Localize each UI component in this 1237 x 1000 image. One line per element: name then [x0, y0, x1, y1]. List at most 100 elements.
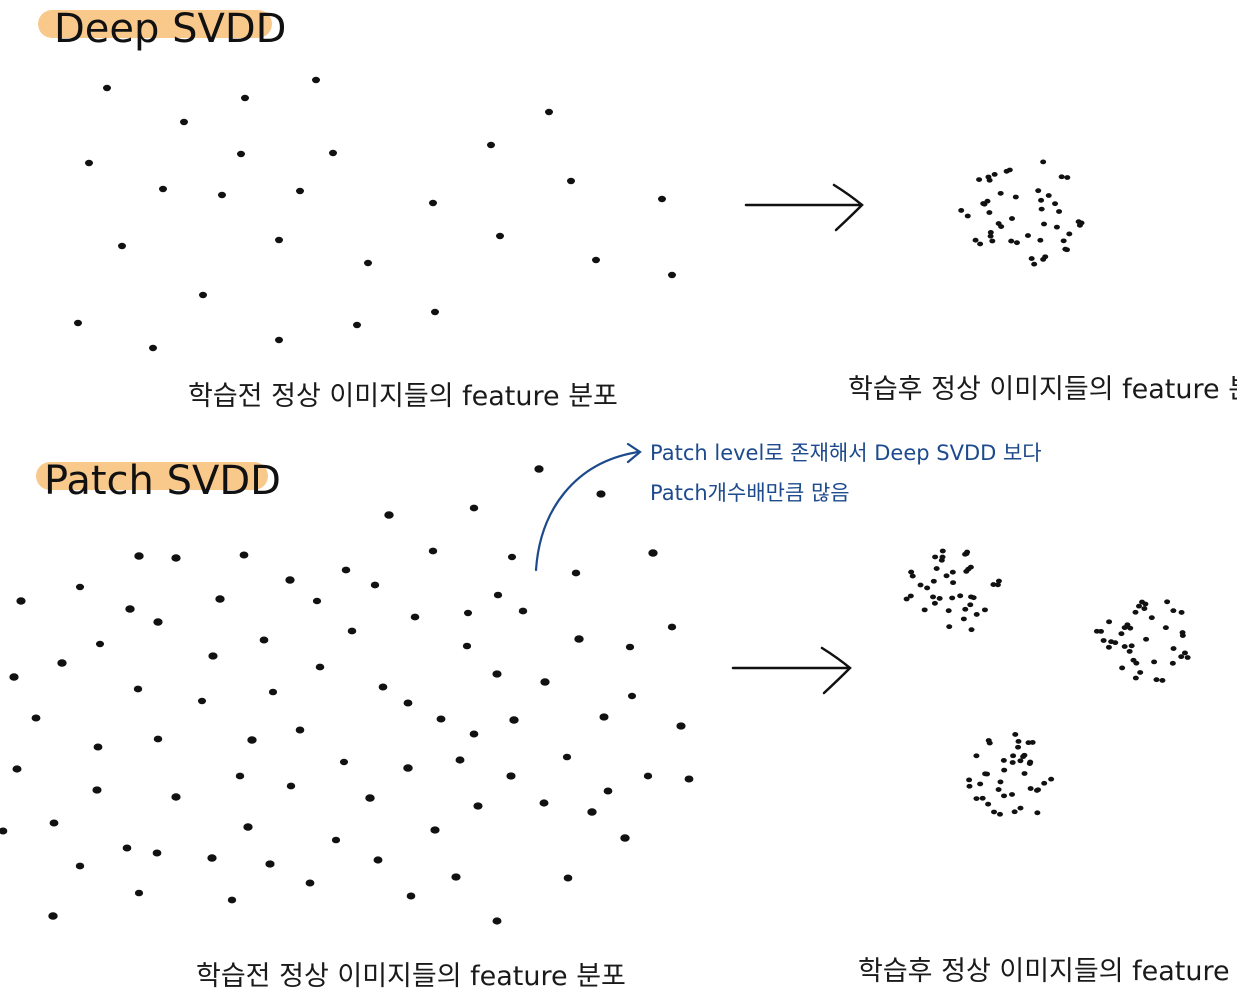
- feature-point: [75, 862, 85, 870]
- cluster-point: [1045, 193, 1052, 198]
- cluster-point: [985, 174, 992, 180]
- cluster-point: [1017, 758, 1024, 764]
- feature-point: [103, 84, 111, 92]
- cluster-point: [950, 580, 957, 586]
- feature-point: [603, 787, 613, 795]
- cluster-point: [1040, 159, 1047, 165]
- cluster-point: [1162, 625, 1169, 631]
- feature-point: [658, 195, 666, 203]
- cluster-point: [1066, 231, 1073, 237]
- cluster-point: [1035, 188, 1042, 194]
- cluster-point: [976, 177, 983, 183]
- feature-point: [312, 597, 322, 605]
- cluster-point: [1178, 610, 1185, 615]
- feature-point: [648, 549, 658, 557]
- feature-point: [134, 552, 144, 560]
- cluster-point: [1042, 254, 1049, 260]
- cluster-point: [982, 771, 989, 777]
- cluster-point: [997, 779, 1004, 785]
- cluster-point: [973, 753, 980, 759]
- feature-point: [286, 782, 296, 790]
- feature-point: [507, 553, 517, 561]
- feature-point: [159, 185, 167, 193]
- feature-point: [57, 659, 67, 667]
- feature-point: [208, 652, 218, 660]
- cluster-point: [907, 593, 914, 599]
- feature-point: [199, 291, 207, 299]
- patch-svdd-note-line1: Patch level로 존재해서 Deep SVDD 보다: [650, 441, 1042, 465]
- feature-point: [473, 802, 483, 810]
- feature-point: [430, 826, 440, 834]
- cluster-point: [960, 616, 967, 622]
- feature-point: [403, 699, 413, 707]
- feature-point: [627, 692, 637, 700]
- feature-point: [296, 187, 304, 195]
- cluster-point: [966, 783, 973, 789]
- feature-point: [455, 756, 465, 764]
- cluster-point: [991, 171, 998, 177]
- cluster-point: [995, 221, 1002, 226]
- feature-point: [509, 716, 519, 724]
- feature-point: [410, 613, 420, 621]
- feature-point: [539, 799, 549, 807]
- feature-point: [75, 583, 85, 591]
- cluster-point: [1064, 175, 1071, 180]
- feature-point: [92, 786, 102, 794]
- feature-point: [329, 149, 337, 157]
- cluster-point: [967, 602, 974, 608]
- cluster-point: [986, 210, 993, 215]
- feature-point: [378, 683, 388, 691]
- cluster-point: [972, 237, 979, 243]
- cluster-point: [1048, 776, 1055, 782]
- cluster-point: [977, 241, 984, 247]
- feature-point: [295, 726, 305, 734]
- cluster-point: [1148, 615, 1155, 621]
- feature-point: [462, 642, 472, 650]
- cluster-point: [1017, 805, 1024, 811]
- cluster-point: [932, 554, 939, 560]
- feature-point: [492, 670, 502, 678]
- cluster-point: [1009, 792, 1016, 797]
- feature-point: [149, 344, 157, 352]
- feature-point: [31, 714, 41, 722]
- feature-point: [545, 108, 553, 116]
- feature-point: [406, 892, 416, 900]
- deep-svdd-title-highlight: [38, 10, 272, 38]
- cluster-point: [991, 809, 998, 815]
- feature-point: [118, 242, 126, 250]
- cluster-point: [966, 777, 973, 783]
- feature-point: [122, 844, 132, 852]
- feature-point: [496, 232, 504, 240]
- cluster-point: [1024, 233, 1031, 238]
- cluster-point: [909, 573, 916, 579]
- cluster-point: [1141, 606, 1148, 611]
- feature-point: [12, 765, 22, 773]
- cluster-point: [1000, 758, 1007, 763]
- cluster-point: [962, 606, 969, 612]
- cluster-point: [957, 593, 964, 599]
- cluster-point: [936, 596, 943, 601]
- feature-point: [534, 465, 544, 473]
- cluster-point: [1118, 631, 1125, 637]
- cluster-point: [979, 795, 986, 801]
- cluster-point: [949, 595, 956, 601]
- feature-point: [315, 663, 325, 671]
- cluster-point: [1012, 194, 1019, 200]
- feature-point: [364, 259, 372, 267]
- patch-svdd-after-clusters: [903, 548, 1191, 817]
- cluster-point: [1038, 197, 1045, 203]
- cluster-point: [1012, 732, 1019, 737]
- deep-svdd-after-caption: 학습후 정상 이미지들의 feature 분포: [848, 374, 1237, 405]
- cluster-point: [1009, 760, 1016, 765]
- cluster-point: [1052, 201, 1059, 207]
- cluster-point: [964, 213, 971, 219]
- cluster-point: [1003, 168, 1010, 174]
- feature-point: [227, 896, 237, 904]
- cluster-point: [981, 607, 988, 613]
- feature-point: [567, 177, 575, 185]
- cluster-point: [985, 801, 992, 807]
- feature-point: [339, 758, 349, 766]
- cluster-point: [933, 566, 940, 571]
- cluster-point: [1011, 809, 1018, 815]
